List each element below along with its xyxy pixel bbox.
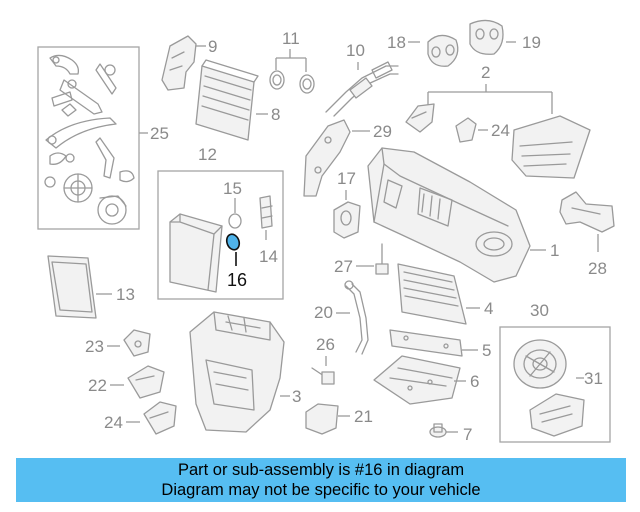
callout-27: 27 (334, 257, 353, 276)
part-2-duct-right (511, 115, 591, 179)
part-7-grommet (429, 423, 447, 438)
part-11-orings (269, 70, 315, 94)
part-24-actuator-top (455, 117, 477, 143)
part-9-bracket (161, 35, 197, 91)
part-3-housing (189, 311, 285, 433)
callout-5: 5 (482, 341, 491, 360)
leader-11 (275, 49, 307, 72)
callout-10: 10 (346, 41, 365, 60)
callout-22: 22 (88, 376, 107, 395)
part-8-evaporator (195, 59, 259, 141)
box-12 (157, 170, 284, 300)
box-30 (499, 326, 611, 443)
part-25-linkages (44, 54, 135, 225)
callout-28: 28 (588, 259, 607, 278)
part-24-actuator-bottom (143, 401, 177, 435)
part-30-blower (513, 339, 567, 389)
part-18-grommet (427, 34, 459, 67)
info-banner: Part or sub-assembly is #16 in diagram D… (16, 458, 626, 502)
callout-3: 3 (292, 387, 301, 406)
callout-24b: 24 (104, 413, 123, 432)
part-29-bracket (303, 119, 351, 197)
part-19-grommet (469, 19, 504, 55)
part-12-block (169, 213, 223, 293)
part-21-module (305, 403, 339, 435)
callout-15: 15 (223, 179, 242, 198)
callout-12: 12 (198, 145, 217, 164)
callout-19: 19 (522, 33, 541, 52)
callout-16: 16 (227, 270, 247, 290)
part-27-bolt (375, 243, 389, 275)
callout-31: 31 (584, 369, 603, 388)
part-23-actuator (123, 329, 151, 357)
callout-1: 1 (550, 241, 559, 260)
part-2-actuator-left (405, 103, 435, 133)
banner-line-1: Part or sub-assembly is #16 in diagram (177, 461, 465, 479)
callout-8: 8 (271, 105, 280, 124)
part-6-tray (373, 355, 461, 405)
part-15-oring (228, 198, 242, 229)
callout-30: 30 (530, 301, 549, 320)
part-5-seal (389, 329, 463, 357)
part-31-module (529, 393, 585, 437)
callout-14: 14 (259, 247, 278, 266)
callout-20: 20 (314, 303, 333, 322)
part-17-resistor (333, 201, 361, 239)
banner-line-2: Diagram may not be specific to your vehi… (161, 481, 481, 499)
part-10-pipe (325, 61, 399, 117)
callout-7: 7 (463, 425, 472, 444)
parts-diagram: 25 9 8 11 10 18 19 (37, 19, 615, 444)
part-28-bracket (559, 191, 615, 233)
part-13-filter (47, 255, 97, 319)
callout-29: 29 (373, 122, 392, 141)
callout-25: 25 (150, 124, 169, 143)
part-26-sensor (311, 367, 335, 385)
callout-24a: 24 (491, 121, 510, 140)
part-16-highlighted (225, 233, 241, 266)
callout-13: 13 (116, 285, 135, 304)
callout-23: 23 (85, 337, 104, 356)
callout-2: 2 (481, 63, 490, 82)
callout-6: 6 (470, 372, 479, 391)
callout-17: 17 (337, 169, 356, 188)
part-20-hose (344, 280, 369, 355)
callout-11: 11 (282, 29, 300, 48)
callout-26: 26 (316, 335, 335, 354)
callout-21: 21 (354, 407, 373, 426)
callout-4: 4 (484, 299, 493, 318)
callout-9: 9 (208, 37, 217, 56)
box-25 (37, 46, 140, 230)
callout-18: 18 (387, 33, 406, 52)
part-4-element (397, 263, 467, 325)
part-14-valve (259, 195, 273, 240)
part-1-housing (367, 147, 531, 283)
leader-2 (427, 84, 553, 114)
part-22-actuator (127, 365, 165, 399)
